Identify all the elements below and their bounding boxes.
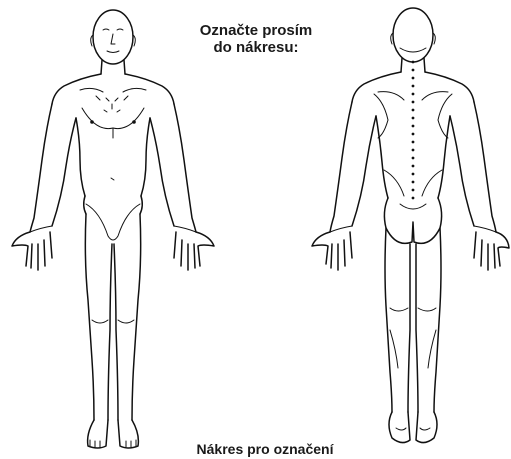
human-body-back-icon[interactable] — [312, 8, 509, 443]
human-body-front-icon[interactable] — [12, 10, 214, 448]
front-head — [93, 10, 133, 64]
diagram-caption: Nákres pro označení — [160, 441, 370, 458]
back-head — [393, 8, 433, 62]
back-legs — [385, 228, 441, 412]
front-legs — [85, 214, 140, 420]
instruction-text: Označte prosím do nákresu: — [190, 22, 322, 56]
instruction-line-1: Označte prosím — [200, 22, 313, 39]
instruction-line-2: do nákresu: — [213, 39, 298, 56]
spine-markers — [412, 61, 415, 200]
